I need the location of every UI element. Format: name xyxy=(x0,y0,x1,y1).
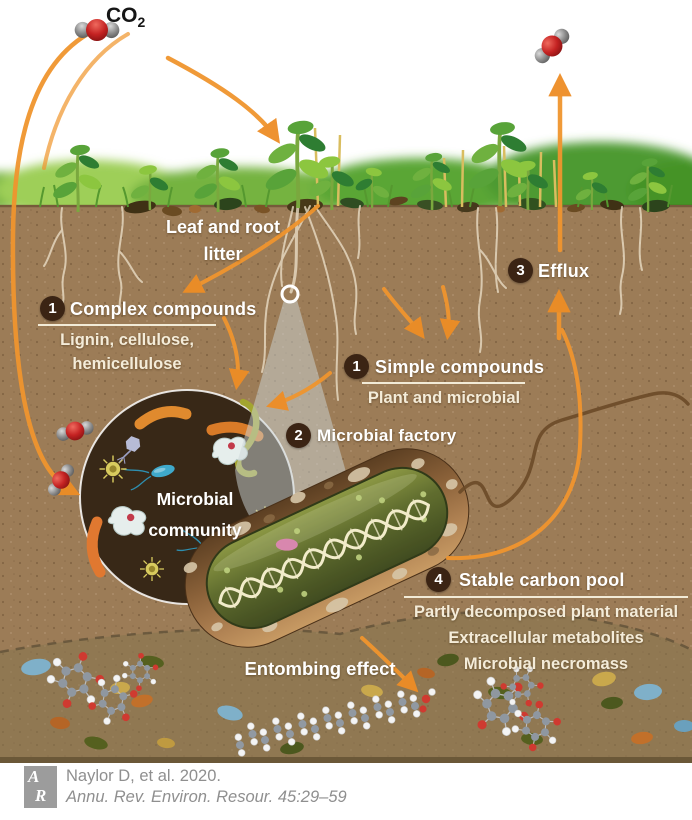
microbial-community-label: Microbial community xyxy=(100,484,290,546)
complex-compounds-underline xyxy=(38,324,216,326)
complex-compounds-line-2: hemicellulose xyxy=(72,355,182,373)
annual-reviews-logo-icon: A R xyxy=(24,766,57,808)
plants-icon xyxy=(39,117,673,214)
roots-icon xyxy=(43,204,643,401)
arrow-photosynthesis xyxy=(165,55,280,144)
arrow-co2-to-soil-microbes xyxy=(10,23,107,496)
complex-compounds-line-1: Lignin, cellulose, xyxy=(60,331,194,349)
arrow-simple-to-factory xyxy=(266,371,332,411)
litter-label-line1: Leaf and root xyxy=(165,217,280,237)
stable-carbon-pool-line-3: Microbial necromass xyxy=(463,655,629,673)
simple-compounds-line-1: Plant and microbial xyxy=(367,389,521,407)
microbe-rod-icon xyxy=(134,406,192,430)
citation-line-1: Naylor D, et al. 2020. xyxy=(66,767,221,785)
simple-compounds-badge: 1 xyxy=(344,354,369,379)
efflux-title: Efflux xyxy=(538,261,590,281)
stable-carbon-pool-line-2: Extracellular metabolites xyxy=(448,629,644,647)
soil-bottom-band xyxy=(0,757,692,763)
root-tip-marker xyxy=(280,284,300,304)
arrow-stable-to-efflux-curve xyxy=(446,328,583,561)
stable-carbon-pool-badge: 4 xyxy=(426,567,451,592)
arrow-co2-left-fade xyxy=(42,32,130,170)
plasmid-blob-icon xyxy=(275,538,298,551)
bacterium-membrane-spots xyxy=(183,458,458,633)
complex-compounds-badge: 1 xyxy=(40,296,65,321)
dna-helix-icon xyxy=(218,499,430,609)
arrow-litter-to-complex xyxy=(182,204,320,293)
arrow-entombing xyxy=(360,636,419,693)
molecule-chain xyxy=(233,688,436,758)
arrow-root-to-simple-1 xyxy=(382,287,425,339)
microbe-rod-icon xyxy=(86,516,106,578)
co2-label: CO2 xyxy=(106,4,145,30)
logo-letter-r: R xyxy=(35,786,47,805)
stable-carbon-pool-underline xyxy=(404,596,688,598)
deep-soil-layer xyxy=(0,611,692,757)
arrow-root-to-simple-2 xyxy=(439,285,461,341)
logo-letter-a: A xyxy=(28,767,40,786)
entombing-effect-label: Entombing effect xyxy=(244,658,396,679)
co2-label-main: CO xyxy=(106,4,138,27)
microbial-community-line2: community xyxy=(148,520,242,540)
simple-compounds-underline xyxy=(362,382,525,384)
citation-line-2: Annu. Rev. Environ. Resour. 45:29–59 xyxy=(66,788,347,806)
microbial-factory-badge: 2 xyxy=(286,423,311,448)
ribosome-dots xyxy=(224,491,427,597)
co2-molecule-icon xyxy=(528,26,576,66)
citation: A R Naylor D, et al. 2020. Annu. Rev. En… xyxy=(24,766,347,808)
fungal-spore-icon xyxy=(98,454,128,484)
fungal-spore-icon xyxy=(139,556,165,582)
entombing-boundary-dashed-line xyxy=(0,610,692,654)
bacterium-cytoplasm xyxy=(205,466,449,630)
simple-compounds-title: Simple compounds xyxy=(375,357,545,377)
arrow-complex-to-factory xyxy=(222,316,250,391)
microbial-factory-title: Microbial factory xyxy=(317,426,457,445)
efflux-badge: 3 xyxy=(508,258,533,283)
co2-label-subscript: 2 xyxy=(137,14,146,31)
litter-label: Leaf and root litter xyxy=(138,214,308,268)
phage-icon xyxy=(117,436,141,464)
microbial-community-line1: Microbial xyxy=(156,489,234,509)
bacterium-cell xyxy=(183,448,470,648)
stable-carbon-pool-title: Stable carbon pool xyxy=(459,570,625,590)
bacterium-flagellum xyxy=(458,391,690,509)
complex-compounds-title: Complex compounds xyxy=(70,299,257,319)
litter-label-line2: litter xyxy=(203,244,243,264)
stable-carbon-pool-line-1: Partly decomposed plant material xyxy=(413,603,679,621)
